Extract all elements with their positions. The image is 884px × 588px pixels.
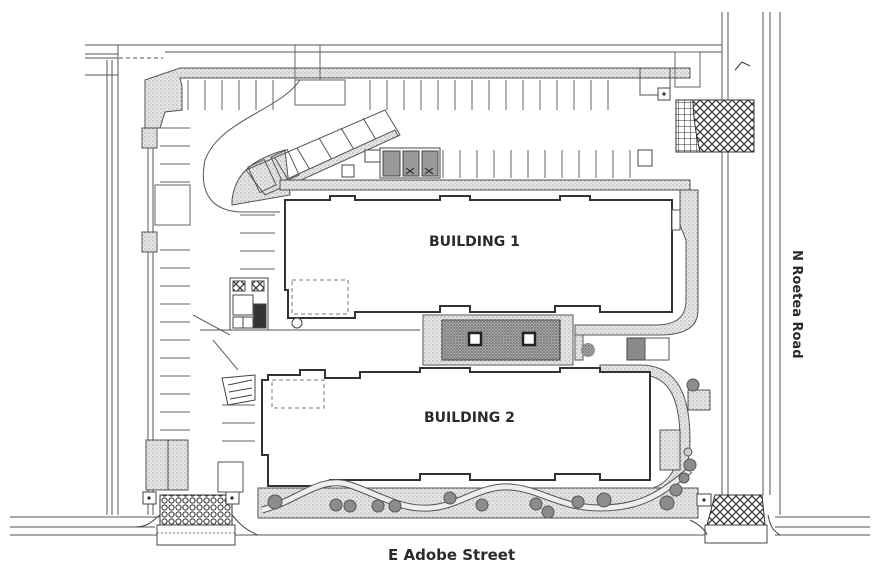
drive-island bbox=[202, 79, 301, 213]
north-curb-planter bbox=[141, 67, 691, 149]
street-label-south: E Adobe Street bbox=[388, 546, 516, 564]
street-label-east: N Roetea Road bbox=[789, 250, 804, 359]
street-east-lines bbox=[721, 12, 781, 515]
north-parking-stalls bbox=[187, 45, 631, 178]
se-driveway bbox=[689, 493, 781, 544]
building-1-label: BUILDING 1 bbox=[429, 234, 520, 250]
courtyard bbox=[422, 314, 670, 366]
ne-driveway-paving bbox=[637, 51, 755, 167]
building-2-label: BUILDING 2 bbox=[424, 410, 515, 426]
stair-b2 bbox=[221, 374, 256, 406]
landscape-trees bbox=[267, 378, 700, 519]
trash-enclosure-north bbox=[341, 147, 441, 179]
angled-parking bbox=[245, 109, 401, 196]
utility-rooms bbox=[200, 277, 420, 331]
sw-driveway bbox=[134, 439, 259, 546]
building-2 bbox=[261, 367, 651, 487]
building-1-sidewalk bbox=[279, 179, 699, 336]
street-south-lines bbox=[10, 516, 870, 536]
building-1 bbox=[284, 195, 681, 319]
